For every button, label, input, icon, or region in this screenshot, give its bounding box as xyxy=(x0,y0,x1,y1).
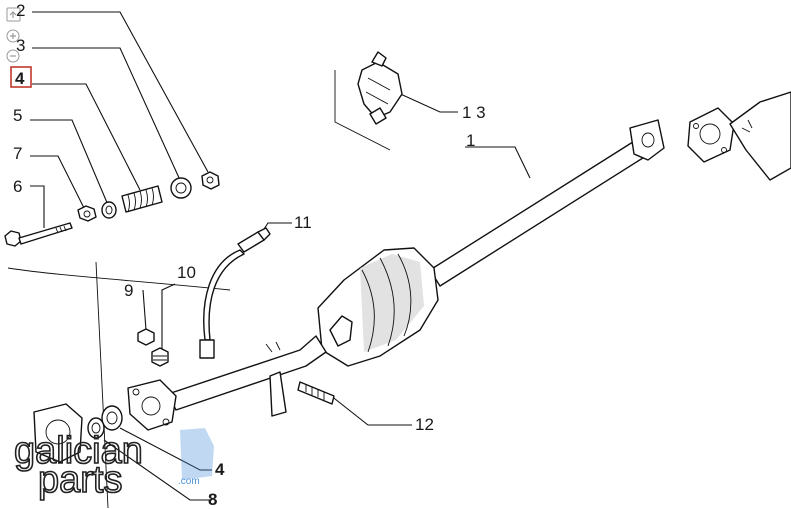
galicianparts-watermark: galician parts .com xyxy=(13,428,214,502)
callout-6[interactable]: 6 xyxy=(13,177,22,196)
callout-9[interactable]: 9 xyxy=(124,281,133,300)
part-bracket-clamp[interactable] xyxy=(357,51,403,125)
part-bushing[interactable] xyxy=(170,177,192,199)
part-spring[interactable] xyxy=(121,185,163,213)
callout-5[interactable]: 5 xyxy=(13,106,22,125)
callout-13[interactable]: 1 3 xyxy=(462,103,486,122)
watermark-suffix: .com xyxy=(178,476,200,487)
callout-7[interactable]: 7 xyxy=(13,144,22,163)
part-spring-nut[interactable] xyxy=(151,347,169,367)
callout-4-highlight xyxy=(10,66,32,88)
part-lambda-sensor[interactable] xyxy=(199,227,271,359)
callout-12[interactable]: 12 xyxy=(415,415,434,434)
callout-4-lower[interactable]: 4 xyxy=(215,460,225,479)
callout-3[interactable]: 3 xyxy=(16,36,25,55)
part-bolt[interactable] xyxy=(4,222,73,247)
part-front-gasket[interactable] xyxy=(101,405,123,431)
watermark-line-1: galician xyxy=(14,430,143,472)
share-icon[interactable] xyxy=(6,7,21,22)
exhaust-manifold-stub xyxy=(33,403,83,463)
part-nut[interactable] xyxy=(77,205,97,222)
rear-silencer-context xyxy=(687,91,791,181)
section-boundaries xyxy=(7,70,391,509)
leader-lines xyxy=(30,11,531,501)
part-front-ring[interactable] xyxy=(87,417,105,439)
callout-4[interactable]: 4 xyxy=(15,69,25,88)
callout-2[interactable]: 2 xyxy=(16,1,25,20)
watermark-accent-shape xyxy=(180,428,214,480)
callout-10[interactable]: 10 xyxy=(177,263,196,282)
part-top-nut[interactable] xyxy=(201,171,220,190)
part-washer[interactable] xyxy=(101,201,117,219)
zoom-in-icon[interactable] xyxy=(6,29,20,43)
zoom-out-icon[interactable] xyxy=(6,49,20,63)
watermark-line-2: parts xyxy=(38,459,122,501)
part-exhaust-pipe-catalyst[interactable] xyxy=(127,119,665,431)
part-small-nut[interactable] xyxy=(137,328,155,346)
part-spring-clip[interactable] xyxy=(297,381,335,405)
callout-8[interactable]: 8 xyxy=(208,490,217,509)
callout-1[interactable]: 1 xyxy=(466,131,475,150)
callout-11[interactable]: 11 xyxy=(294,213,312,232)
